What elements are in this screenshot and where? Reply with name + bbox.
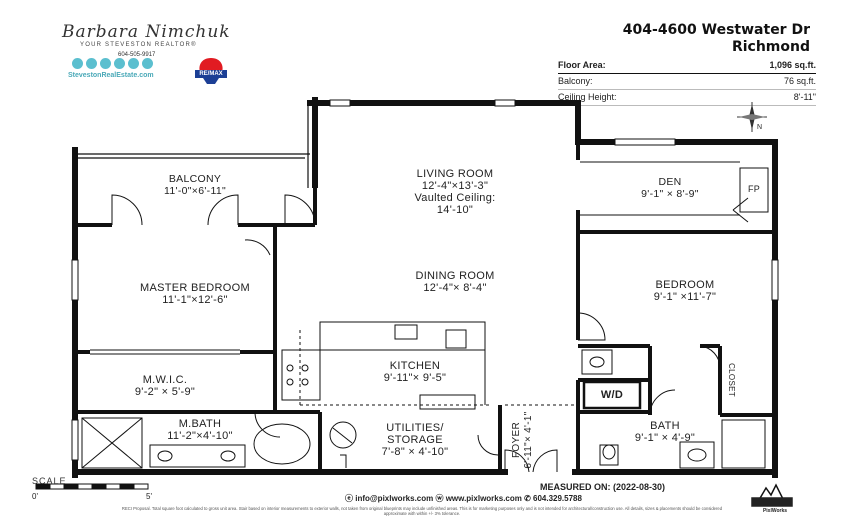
utility-fixtures [329, 421, 357, 468]
realtor-tagline: YOUR STEVESTON REALTOR® [80, 42, 197, 48]
stat-row: Floor Area: 1,096 sq.ft. [558, 58, 816, 74]
exterior-walls [72, 97, 778, 478]
compass-icon [737, 102, 767, 132]
social-icon-5[interactable] [128, 58, 139, 69]
room-dims: 6'-11"× 4'-1" [523, 411, 534, 469]
scale-start: 0' [32, 492, 38, 501]
room-dims: 9'-1" ×11'-7" [653, 291, 717, 303]
kitchen-counters [281, 321, 490, 410]
contact-info[interactable]: ⓔ info@pixlworks.com ⓦ www.pixlworks.com… [345, 494, 582, 503]
stat-row: Balcony: 76 sq.ft. [558, 74, 816, 90]
stat-label: Ceiling Height: [558, 92, 617, 102]
windows [71, 99, 779, 461]
room-name: DEN [658, 176, 682, 188]
stat-value: 76 sq.ft. [783, 76, 816, 86]
room-dims: 9'-2" × 5'-9" [134, 386, 196, 398]
room-name: BALCONY [168, 173, 222, 185]
balcony-outline [75, 103, 310, 188]
room-dims: 12'-4"× 8'-4" [423, 282, 487, 294]
room-closet: CLOSET [727, 363, 736, 397]
room-dims: 11'-2"×4'-10" [167, 430, 233, 442]
social-icon-3[interactable] [100, 58, 111, 69]
room-master-bath: M.BATH 11'-2"×4'-10" [130, 418, 270, 442]
realtor-signature: Barbara Nimchuk [62, 22, 231, 42]
washer-dryer-box [582, 380, 642, 410]
room-name: MASTER BEDROOM [140, 282, 250, 294]
social-icon-1[interactable] [72, 58, 83, 69]
room-name: LIVING ROOM [416, 168, 494, 180]
scale-label: SCALE [32, 476, 67, 486]
realtor-website[interactable]: StevestonRealEstate.com [68, 72, 154, 79]
room-master-bedroom: MASTER BEDROOM 11'-1"×12'-6" [95, 282, 295, 306]
den-fixtures [580, 161, 769, 216]
room-mwic: M.W.I.C. 9'-2" × 5'-9" [100, 374, 230, 398]
interior-walls [75, 140, 775, 475]
room-dims: 11'-1"×12'-6" [162, 294, 228, 306]
room-name: M.BATH [178, 418, 222, 430]
room-foyer: FOYER 6'-11"× 4'-1" [511, 395, 535, 485]
room-kitchen: KITCHEN 9'-11"× 9'-5" [350, 360, 480, 384]
stats-table: Floor Area: 1,096 sq.ft. Balcony: 76 sq.ft… [558, 58, 816, 106]
room-dims: 9'-11"× 9'-5" [383, 372, 447, 384]
address-line-1: 404-4600 Westwater Dr [622, 22, 810, 38]
compass-north-label: N [757, 124, 763, 131]
stat-label: Balcony: [558, 76, 593, 86]
disclaimer: RECI Proposal. Total square foot calcula… [121, 506, 723, 516]
room-name: BATH [650, 420, 680, 432]
fireplace-label: FP [747, 184, 761, 194]
property-address: 404-4600 Westwater Dr Richmond [623, 22, 810, 56]
room-dims: 7'-8" × 4'-10" [381, 446, 449, 458]
bath-fixtures [81, 349, 766, 469]
room-name: DINING ROOM [415, 270, 495, 282]
closet-doors [90, 349, 240, 355]
room-dims: 11'-0"×6'-11" [164, 185, 226, 197]
measured-date: MEASURED ON: (2022-08-30) [540, 482, 666, 492]
stat-label: Floor Area: [558, 60, 606, 70]
scale-bar [35, 483, 149, 490]
room-name: FOYER [511, 422, 522, 458]
social-icon-2[interactable] [86, 58, 97, 69]
address-line-2: Richmond [731, 39, 810, 55]
room-bath: BATH 9'-1" × 4'-9" [605, 420, 725, 444]
room-den: DEN 9'-1" × 8'-9" [615, 176, 725, 200]
room-washer-dryer: W/D [600, 389, 624, 401]
room-bedroom: BEDROOM 9'-1" ×11'-7" [615, 279, 755, 303]
room-dining: DINING ROOM 12'-4"× 8'-4" [360, 270, 550, 294]
social-icon-6[interactable] [142, 58, 153, 69]
room-note: 14'-10" [436, 204, 474, 216]
stat-row: Ceiling Height: 8'-11" [558, 90, 816, 106]
room-dims: 9'-1" × 8'-9" [641, 188, 699, 200]
room-note: Vaulted Ceiling: [414, 192, 496, 204]
door-swings [111, 194, 749, 473]
social-icon-4[interactable] [114, 58, 125, 69]
room-balcony: BALCONY 11'-0"×6'-11" [120, 173, 270, 197]
pixlworks-logo-icon [751, 483, 793, 507]
room-name: UTILITIES/ [386, 422, 444, 434]
room-name-2: STORAGE [387, 434, 443, 446]
realtor-phone: 604-505-9917 [118, 52, 156, 58]
stat-value: 1,096 sq.ft. [769, 60, 816, 70]
room-name: BEDROOM [655, 279, 715, 291]
stat-value: 8'-11" [793, 92, 816, 102]
pixlworks-logo-text: PixlWorks [762, 508, 788, 514]
room-living: LIVING ROOM 12'-4"×13'-3" Vaulted Ceilin… [360, 168, 550, 216]
room-dims: 9'-1" × 4'-9" [634, 432, 696, 444]
scale-end: 5' [146, 492, 152, 501]
social-icons [72, 58, 153, 69]
room-name: M.W.I.C. [142, 374, 188, 386]
remax-logo-text: RE/MAX [195, 70, 227, 78]
room-dims: 12'-4"×13'-3" [421, 180, 489, 192]
room-utilities: UTILITIES/ STORAGE 7'-8" × 4'-10" [355, 422, 475, 458]
room-name: KITCHEN [389, 360, 441, 372]
